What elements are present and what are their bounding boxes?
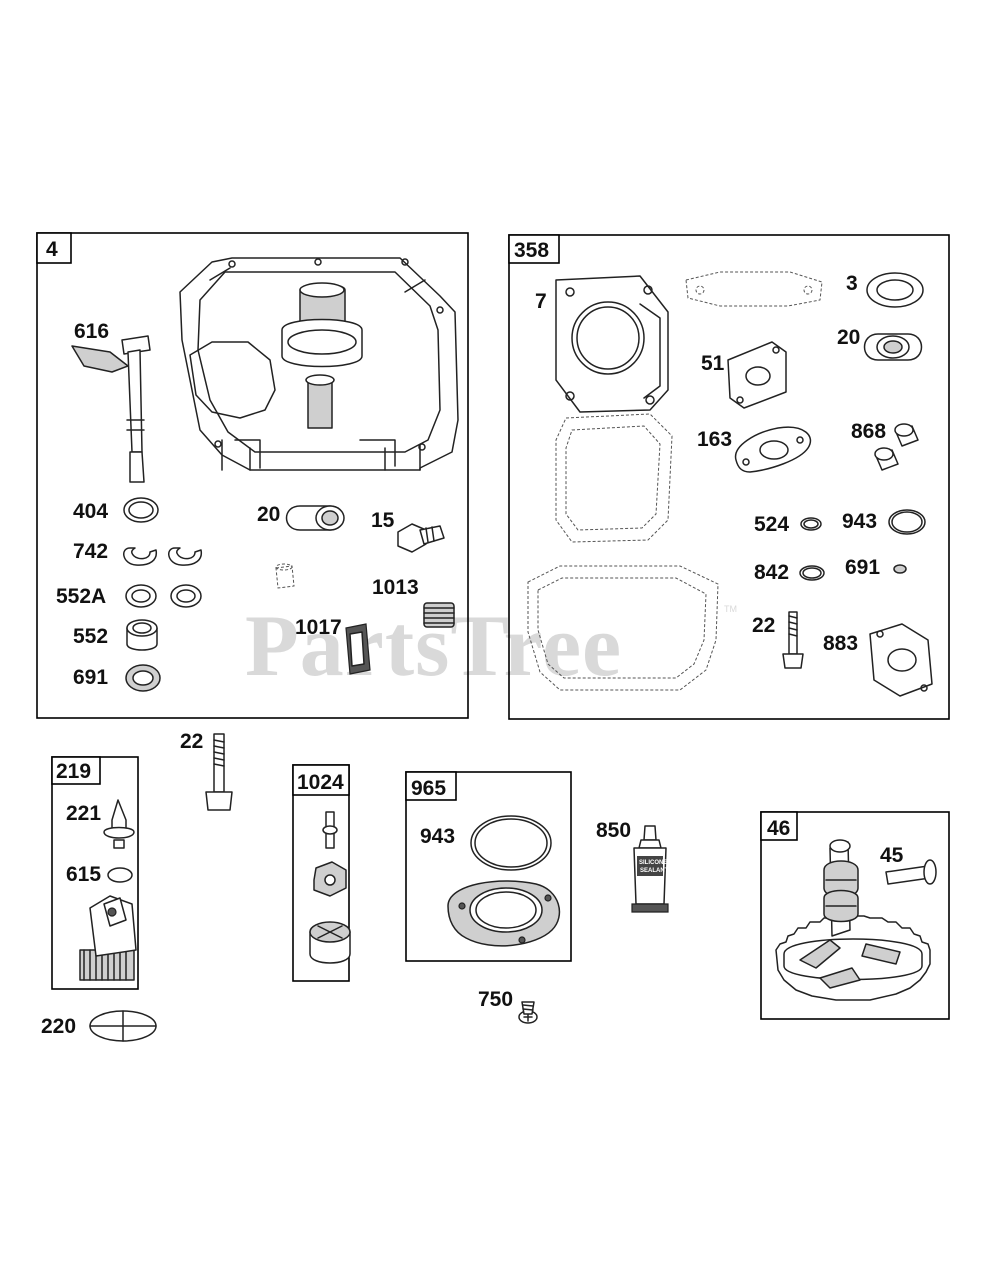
intake-gasket-top-part[interactable] [685,271,823,307]
part-label-221: 221 [66,802,101,825]
oil-pump-1024-part[interactable] [309,811,351,964]
part-label-552a: 552A [56,585,106,608]
group-965-tag: 965 [411,777,446,800]
crankcase-gasket-part[interactable] [527,565,719,691]
part-label-615: 615 [66,863,101,886]
part-label-7: 7 [535,290,547,313]
group-219-tag: 219 [56,760,91,783]
o-ring-965-part[interactable] [470,815,552,871]
gasket-163-part[interactable] [734,426,812,473]
retainer-615-part[interactable] [107,867,133,883]
screw-750-part[interactable] [518,1001,538,1024]
head-gasket-7-part[interactable] [555,275,669,413]
bolt-22-left-part[interactable] [205,733,233,811]
part-label-742: 742 [73,540,108,563]
filter-1017-part[interactable] [345,623,371,675]
rocker-cover-gasket-part[interactable] [555,413,673,543]
part-label-22-right: 22 [752,614,775,637]
bolt-22-right-part[interactable] [782,611,804,669]
washer-220-part[interactable] [89,1010,157,1042]
oil-seal-20-right-part[interactable] [863,333,923,361]
group-46-tag: 46 [767,817,790,840]
part-label-15: 15 [371,509,395,532]
oil-seal-20-left-part[interactable] [285,505,345,531]
part-label-750: 750 [478,988,513,1011]
part-label-20-right: 20 [837,326,860,349]
part-label-51: 51 [701,352,725,375]
group-358-frame: 358 [508,234,950,720]
washer-404-part[interactable] [123,497,159,523]
dowel-pin-part[interactable] [275,563,295,589]
part-label-1017: 1017 [295,616,342,639]
pin-45-part[interactable] [885,859,937,885]
part-label-943-center: 943 [420,825,455,848]
washer-842-part[interactable] [799,565,825,581]
part-label-868: 868 [851,420,886,443]
silicone-sealant-850-part[interactable]: SILICONE SEALANT [631,825,669,913]
group-4-tag: 4 [46,238,58,261]
part-label-552: 552 [73,625,108,648]
part-label-691-left: 691 [73,666,108,689]
part-label-943-right: 943 [842,510,877,533]
governor-shaft-part[interactable] [71,335,151,483]
part-label-22-left: 22 [180,730,203,753]
o-ring-943-part[interactable] [888,509,926,535]
part-label-20-left: 20 [257,503,280,526]
part-label-691-right: 691 [845,556,880,579]
seal-691-part[interactable] [125,664,161,692]
part-label-45: 45 [880,844,904,867]
group-46-frame: 46 [760,811,950,1020]
group-1024-frame: 1024 [292,764,350,982]
bushing-552a-part[interactable] [125,584,202,608]
part-label-616: 616 [74,320,109,343]
part-label-850: 850 [596,819,631,842]
part-label-524: 524 [754,513,789,536]
washer-691-part[interactable] [893,564,907,574]
seal-3-part[interactable] [866,272,924,308]
camshaft-gear-46-part[interactable] [775,839,931,1001]
part-label-3: 3 [846,272,858,295]
washer-524-part[interactable] [800,517,822,531]
e-clip-742-part[interactable] [123,547,203,566]
bushing-552-part[interactable] [126,619,158,651]
governor-cup-221-part[interactable] [103,799,135,849]
group-219-frame: 219 [51,756,139,990]
crankcase-sump-part[interactable] [179,257,459,471]
group-358-tag: 358 [514,239,549,262]
tube-text-line-2: SEALANT [640,868,669,874]
gasket-51-part[interactable] [727,341,787,409]
part-label-883: 883 [823,632,858,655]
drain-plug-15-part[interactable] [397,523,445,553]
group-965-frame: 965 [405,771,572,962]
part-label-220: 220 [41,1015,76,1038]
gasket-883-part[interactable] [869,623,933,697]
part-label-1013: 1013 [372,576,419,599]
part-label-842: 842 [754,561,789,584]
governor-gear-assembly-part[interactable] [79,895,137,981]
group-4-frame: 4 [36,232,469,719]
group-1024-tag: 1024 [297,771,344,794]
oil-filter-screen-1013-part[interactable] [423,602,455,628]
tube-text-line-1: SILICONE [639,860,667,866]
valve-seal-868-part[interactable] [874,423,919,471]
part-label-163: 163 [697,428,732,451]
pump-cover-965-part[interactable] [447,880,561,947]
watermark-trademark: TM [724,604,737,614]
part-label-404: 404 [73,500,108,523]
